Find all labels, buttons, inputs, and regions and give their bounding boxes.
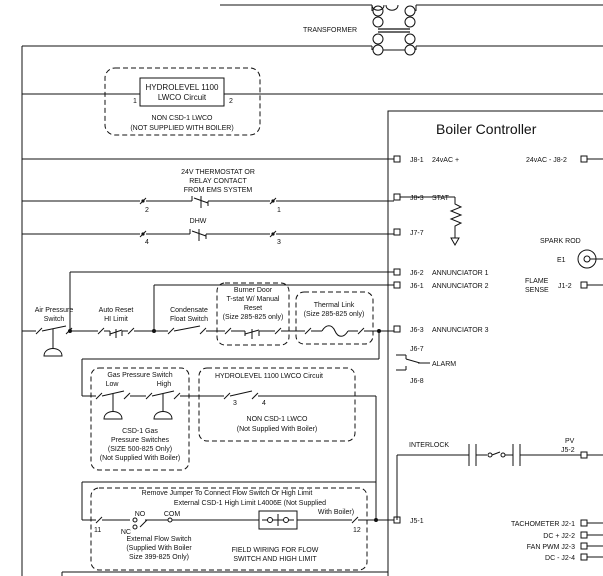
thermostat-pin-a: 2 xyxy=(145,207,149,214)
terminal-j8-3: J8-3 xyxy=(410,195,424,202)
dc-minus-label: DC - J2-4 xyxy=(545,555,575,562)
top-lwco-box-line2: LWCO Circuit xyxy=(158,93,207,102)
terminal-j6-1-label: ANNUNCIATOR 2 xyxy=(432,283,489,290)
flame-sense-line2: SENSE xyxy=(525,287,549,294)
terminal-j6-2-label: ANNUNCIATOR 1 xyxy=(432,270,489,277)
thermostat-line3: FROM EMS SYSTEM xyxy=(184,187,253,194)
spark-rod-label: SPARK ROD xyxy=(540,238,581,245)
e1-label: E1 xyxy=(557,257,566,264)
condensate-label-1: Condensate xyxy=(170,307,208,314)
flow-switch-pin-right: 12 xyxy=(353,527,361,534)
thermostat-line1: 24V THERMOSTAT OR xyxy=(181,169,255,176)
top-lwco-pin-right: 2 xyxy=(229,98,233,105)
thermostat-line2: RELAY CONTACT xyxy=(189,178,247,185)
fan-pwm-label: FAN PWM J2-3 xyxy=(527,544,575,551)
auto-reset-label-2: HI Limit xyxy=(104,316,128,323)
auto-reset-label-1: Auto Reset xyxy=(99,307,134,314)
top-lwco-box-line1: HYDROLEVEL 1100 xyxy=(146,83,219,92)
terminal-j8-1-label: 24vAC + xyxy=(432,157,459,164)
top-lwco-note1: NON CSD-1 LWCO xyxy=(152,115,213,122)
field-wiring-label-2: SWITCH AND HIGH LIMIT xyxy=(233,556,317,563)
terminal-j6-3: J6-3 xyxy=(410,327,424,334)
mid-lwco-pin-a: 3 xyxy=(233,400,237,407)
gas-pressure-section: Gas Pressure Switch Low High CSD-1 Gas P… xyxy=(82,367,377,520)
gas-pressure-title: Gas Pressure Switch xyxy=(107,372,172,379)
dc-plus-label: DC + J2-2 xyxy=(543,533,575,540)
safety-chain: Air Pressure Switch Auto Reset HI Limit … xyxy=(22,271,394,396)
tachometer-label: TACHOMETER J2-1 xyxy=(511,521,575,528)
terminal-j6-2: J6-2 xyxy=(410,270,424,277)
top-lwco-pin-left: 1 xyxy=(133,98,137,105)
flow-switch-com: COM xyxy=(164,511,181,518)
flow-switch-line3: With Boiler) xyxy=(318,509,354,516)
air-pressure-label-2: Switch xyxy=(44,316,65,323)
mid-lwco-note-2: (Not Supplied With Boiler) xyxy=(237,426,318,433)
burner-door-label-4: (Size 285-825 only) xyxy=(223,314,284,321)
pv-label: PV xyxy=(565,438,575,445)
field-wiring-label-1: FIELD WIRING FOR FLOW xyxy=(232,547,319,554)
gas-pressure-note-3: (SIZE 500-825 Only) xyxy=(108,446,172,453)
top-lwco-note2: (NOT SUPPLIED WITH BOILER) xyxy=(130,125,233,132)
mid-lwco-note-1: NON CSD-1 LWCO xyxy=(247,416,308,423)
thermal-link-label-2: (Size 285-825 only) xyxy=(304,311,365,318)
transformer-section: TRANSFORMER xyxy=(21,4,603,576)
transformer-label: TRANSFORMER xyxy=(303,27,357,34)
flow-switch-pin-left: 11 xyxy=(94,527,101,534)
gas-pressure-note-1: CSD-1 Gas xyxy=(122,428,158,435)
terminal-j6-7: J6-7 xyxy=(410,346,424,353)
thermostat-section: 24V THERMOSTAT OR RELAY CONTACT FROM EMS… xyxy=(22,158,394,246)
air-pressure-label-1: Air Pressure xyxy=(35,307,74,314)
right-24vac: 24vAC - J8-2 xyxy=(526,157,567,164)
top-lwco-group: HYDROLEVEL 1100 LWCO Circuit 1 2 NON CSD… xyxy=(22,67,603,136)
dhw-pin-b: 3 xyxy=(277,239,281,246)
terminal-j8-1: J8-1 xyxy=(410,157,424,164)
gas-pressure-note-2: Pressure Switches xyxy=(111,437,169,444)
flow-switch-nc: NC xyxy=(121,529,131,536)
thermal-link-label-1: Thermal Link xyxy=(314,302,355,309)
terminal-j8-3-label: STAT xyxy=(432,195,450,202)
flow-switch-line2: External CSD-1 High Limit L4006E (Not Su… xyxy=(174,500,326,507)
external-flow-label-1: External Flow Switch xyxy=(127,536,192,543)
terminal-j6-1: J6-1 xyxy=(410,283,424,290)
dhw-pin-a: 4 xyxy=(145,239,149,246)
external-flow-label-2: (Supplied With Boiler xyxy=(126,545,192,552)
condensate-label-2: Float Switch xyxy=(170,316,208,323)
controller-title: Boiler Controller xyxy=(436,121,537,137)
terminal-j5-1: J5-1 xyxy=(410,518,424,525)
burner-door-label-3: Reset xyxy=(244,305,262,312)
interlock-label: INTERLOCK xyxy=(409,442,449,449)
flow-switch-line1: Remove Jumper To Connect Flow Switch Or … xyxy=(142,490,313,497)
terminal-j6-8: J6-8 xyxy=(410,378,424,385)
terminal-j7-7: J7-7 xyxy=(410,230,424,237)
dhw-label: DHW xyxy=(190,218,207,225)
burner-door-label-2: T-stat W/ Manual xyxy=(227,296,280,303)
mid-lwco-pin-b: 4 xyxy=(262,400,266,407)
boiler-controller: Boiler Controller J8-1 24vAC + J8-3 STAT… xyxy=(387,110,603,576)
external-flow-label-3: Size 399-825 Only) xyxy=(129,554,189,561)
thermostat-pin-b: 1 xyxy=(277,207,281,214)
burner-door-label-1: Burner Door xyxy=(234,287,273,294)
flow-switch-section: Remove Jumper To Connect Flow Switch Or … xyxy=(61,481,394,576)
flow-switch-no: NO xyxy=(135,511,146,518)
terminal-j6-3-label: ANNUNCIATOR 3 xyxy=(432,327,489,334)
gas-pressure-high: High xyxy=(157,381,172,388)
pv-pin: J5-2 xyxy=(561,447,575,454)
flame-sense-pin: J1-2 xyxy=(558,283,572,290)
alarm-label: ALARM xyxy=(432,361,456,368)
flame-sense-line1: FLAME xyxy=(525,278,549,285)
gas-pressure-low: Low xyxy=(106,381,120,388)
gas-pressure-note-4: (Not Supplied With Boiler) xyxy=(100,455,181,462)
mid-lwco-title: HYDROLEVEL 1100 LWCO Circuit xyxy=(215,373,323,380)
